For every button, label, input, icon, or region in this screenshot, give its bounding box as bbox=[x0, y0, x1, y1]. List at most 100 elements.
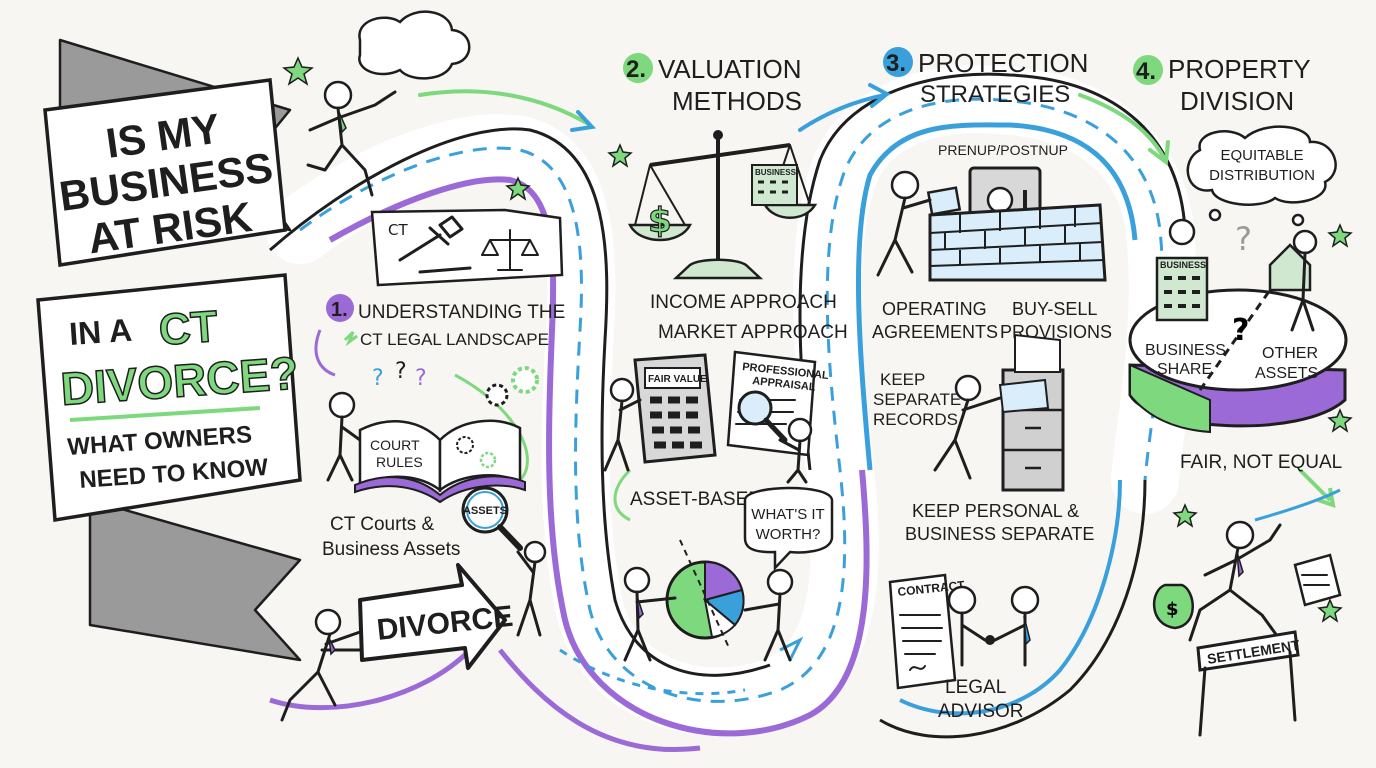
step3-title-line1: PROTECTION bbox=[918, 48, 1088, 78]
magnifier-label: ASSETS bbox=[463, 505, 507, 517]
arguer-right-body bbox=[743, 592, 792, 662]
book-cover bbox=[354, 475, 526, 504]
business-building-icon bbox=[1155, 256, 1209, 322]
book-line1: COURT bbox=[370, 437, 420, 453]
book-gear-icon-small bbox=[479, 451, 497, 469]
settlement-hurdle-bar bbox=[1196, 630, 1300, 672]
records-line3: RECORDS bbox=[873, 410, 958, 429]
bubble-line1: WHAT'S IT bbox=[751, 506, 824, 523]
brick-wall-icon bbox=[928, 203, 1107, 282]
handshake-icon bbox=[985, 635, 995, 645]
worth-bubble bbox=[743, 486, 834, 572]
step2-number: 2. bbox=[626, 56, 646, 83]
bubble-line2: WORTH? bbox=[756, 526, 821, 543]
advisor-right-body bbox=[993, 611, 1027, 667]
step1-number: 1. bbox=[331, 299, 348, 321]
money-bag-symbol: $ bbox=[1166, 599, 1179, 620]
thinker-body bbox=[306, 90, 397, 197]
pie-chart-icon bbox=[665, 539, 745, 651]
business-building-label: BUSINESS bbox=[1160, 260, 1206, 270]
advisor-line1: LEGAL bbox=[945, 677, 1006, 698]
banner-bottom-ribbon bbox=[88, 498, 302, 662]
thinker-head bbox=[323, 80, 353, 110]
filing-cabinet-icon bbox=[998, 333, 1065, 492]
step1-caption-line2: Business Assets bbox=[322, 539, 460, 560]
step1-section: CT 1. UNDERSTANDING THE CT LEGAL LANDSCA… bbox=[280, 10, 565, 722]
cloud-line2: DISTRIBUTION bbox=[1209, 167, 1315, 184]
banner-sub-panel bbox=[36, 273, 302, 523]
share-line2: SHARE bbox=[1157, 361, 1212, 378]
thought-cloud bbox=[358, 10, 471, 80]
reader-head bbox=[328, 391, 356, 419]
settlement-document bbox=[1293, 553, 1342, 607]
house-holder-head bbox=[1292, 229, 1318, 255]
step3-title-line2: STRATEGIES bbox=[920, 81, 1070, 108]
step2-section: 2. VALUATION METHODS $ BUSINESS INCOME A… bbox=[603, 53, 848, 662]
advisor-left-head bbox=[947, 585, 977, 615]
question-mark-c: ? bbox=[415, 366, 427, 391]
fair-not-equal: FAIR, NOT EQUAL bbox=[1180, 452, 1342, 473]
banner-ct: CT bbox=[157, 302, 219, 355]
asset-based: ASSET-BASED bbox=[630, 489, 762, 510]
advisor-left-body bbox=[960, 611, 987, 667]
step4-number: 4. bbox=[1136, 58, 1156, 85]
gear-icon bbox=[485, 383, 509, 407]
calculator-user-head bbox=[609, 377, 635, 403]
reader-body bbox=[326, 415, 362, 482]
arguer-left-head bbox=[623, 566, 651, 594]
pusher-head bbox=[314, 608, 342, 636]
cloud-line1: EQUITABLE bbox=[1220, 147, 1303, 164]
step1-title-line2: CT LEGAL LANDSCAPE bbox=[360, 330, 549, 349]
gear-icon-large bbox=[511, 366, 539, 394]
contract-document bbox=[888, 573, 957, 690]
other-line2: ASSETS bbox=[1255, 365, 1318, 382]
winding-road bbox=[266, 65, 1197, 752]
gavel-icon bbox=[398, 215, 464, 262]
book-gear-icon bbox=[456, 436, 474, 454]
appraisal-magnifier-icon bbox=[737, 390, 773, 426]
builder-body bbox=[876, 196, 932, 277]
searcher-body bbox=[516, 550, 542, 637]
book-line2: RULES bbox=[376, 454, 423, 470]
valuation-scale-icon: $ BUSINESS bbox=[627, 130, 818, 280]
map-label: CT bbox=[388, 221, 408, 239]
question-mark-a: ? bbox=[372, 366, 384, 391]
banner-in-a: IN A bbox=[68, 312, 133, 352]
advisor-line2: ADVISOR bbox=[938, 701, 1024, 722]
decorative-stars bbox=[282, 56, 1353, 623]
flow-arrows bbox=[314, 83, 1341, 696]
magnifier-lens bbox=[466, 491, 504, 529]
searcher-head bbox=[523, 540, 547, 564]
hurdle-legs bbox=[1198, 650, 1297, 737]
house-icon bbox=[1268, 243, 1312, 292]
step3-number: 3. bbox=[886, 50, 906, 77]
step2-title-line1: VALUATION bbox=[658, 54, 802, 84]
operating-line2: AGREEMENTS bbox=[872, 322, 998, 342]
appraiser-head bbox=[787, 417, 813, 443]
calculator-icon: FAIR VALUE bbox=[633, 353, 717, 464]
step1-caption-line1: CT Courts & bbox=[330, 514, 435, 535]
income-approach: INCOME APPROACH bbox=[650, 292, 837, 313]
runner-body bbox=[1188, 523, 1282, 642]
step1-number-badge bbox=[326, 294, 354, 322]
magnifier-icon bbox=[461, 486, 509, 534]
money-bag-icon bbox=[1152, 583, 1194, 630]
appraiser-body bbox=[778, 438, 808, 484]
magnifier-handle bbox=[497, 524, 523, 551]
share-line1: BUSINESS bbox=[1145, 342, 1226, 359]
advisor-right-head bbox=[1010, 585, 1040, 615]
step4-title-line1: PROPERTY bbox=[1168, 54, 1311, 84]
ct-map bbox=[370, 208, 564, 287]
builder-head bbox=[890, 170, 920, 200]
arguer-right-head bbox=[766, 568, 794, 596]
contract-lines bbox=[899, 614, 943, 671]
carried-brick bbox=[926, 186, 962, 216]
question-mark-center: ? bbox=[1232, 313, 1249, 348]
prenup-label: PRENUP/POSTNUP bbox=[938, 142, 1068, 158]
gavel-block bbox=[418, 266, 472, 274]
safe-dial bbox=[986, 186, 1014, 214]
step3-number-badge bbox=[883, 47, 913, 77]
business-holder-head bbox=[1168, 218, 1196, 246]
divorce-arrow bbox=[358, 563, 507, 670]
